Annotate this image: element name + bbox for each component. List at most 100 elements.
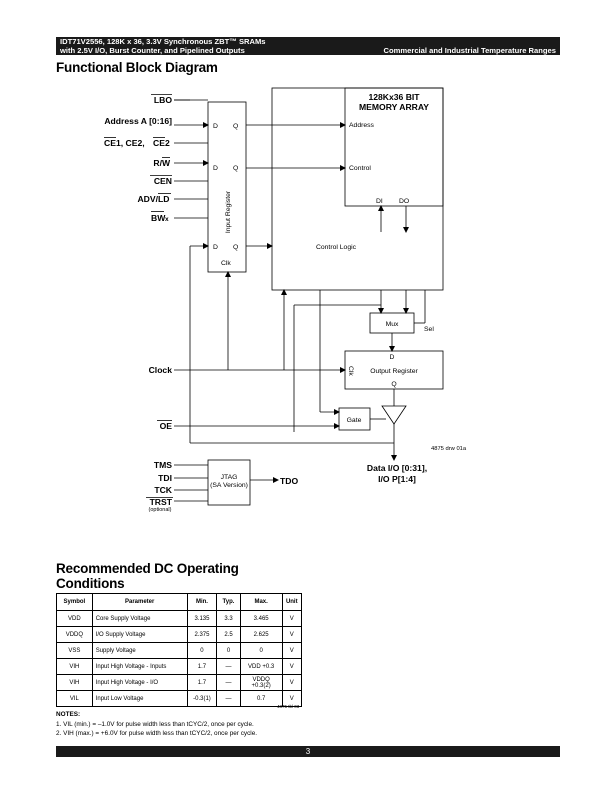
col-unit: Unit: [281, 593, 303, 611]
cell-parameter: Input Low Voltage: [91, 690, 188, 707]
cell-unit: V: [281, 626, 303, 643]
notes-title: NOTES:: [56, 711, 81, 718]
col-typ: Typ.: [216, 593, 241, 611]
cell-typ: —: [216, 674, 241, 691]
lbo-label: LBO: [154, 95, 172, 105]
tdi-label: TDI: [158, 473, 172, 483]
table-row: VIH Input High Voltage - I/O 1.7 — VDDQ …: [56, 674, 303, 691]
control-logic-label: Control Logic: [316, 244, 357, 251]
cell-typ: —: [216, 690, 241, 707]
bw-label: BW: [151, 213, 166, 223]
col-symbol: Symbol: [56, 593, 93, 611]
cell-max: 3.465: [239, 610, 283, 627]
col-min: Min.: [186, 593, 218, 611]
functional-block-diagram: LBO Address A [0:16] CE 1, CE2, CE 2 R/ …: [104, 87, 467, 513]
reg-d-1: D: [213, 123, 218, 130]
header-temperature-range: Commercial and Industrial Temperature Ra…: [383, 46, 556, 55]
notes-section: NOTES: 1. VIL (min.) = –1.0V for pulse w…: [56, 710, 257, 739]
table-row: VSS Supply Voltage 0 0 0 V: [56, 642, 303, 659]
address-label: Address A [0:16]: [104, 116, 172, 126]
sel-label: Sel: [424, 326, 434, 333]
ce-label-part1: CE: [104, 138, 116, 148]
cell-symbol: VDDQ: [56, 626, 93, 643]
table-row: VDD Core Supply Voltage 3.135 3.3 3.465 …: [56, 610, 303, 627]
cell-max: 0.7: [239, 690, 283, 707]
tdo-label: TDO: [280, 476, 298, 486]
ce-label-part3: CE: [153, 138, 165, 148]
cell-min: -0.3(1): [186, 690, 218, 707]
tms-label: TMS: [154, 460, 172, 470]
reg-q-3: Q: [233, 244, 238, 251]
tck-label: TCK: [154, 485, 172, 495]
cell-symbol: VIH: [56, 674, 93, 691]
mem-do-label: DO: [399, 198, 409, 205]
oe-label: OE: [160, 421, 173, 431]
reg-d-3: D: [213, 244, 218, 251]
header-line-2: with 2.5V I/O, Burst Counter, and Pipeli…: [60, 45, 245, 55]
cell-parameter: Supply Voltage: [91, 642, 188, 659]
cell-max: 2.625: [239, 626, 283, 643]
cell-max: VDDQ +0.3(2): [239, 674, 283, 691]
block-diagram-title: Functional Block Diagram: [56, 60, 218, 75]
table-drawing-number: 4875 tbl 03: [277, 704, 300, 709]
page-footer: 3: [56, 746, 560, 757]
cell-min: 2.375: [186, 626, 218, 643]
jtag-label-1: JTAG: [221, 474, 238, 481]
table-header-row: Symbol Parameter Min. Typ. Max. Unit: [56, 593, 303, 611]
reg-clk-label: Clk: [221, 260, 231, 267]
mem-control-label: Control: [349, 165, 371, 172]
cell-min: 1.7: [186, 674, 218, 691]
cell-typ: 3.3: [216, 610, 241, 627]
table-row: VIL Input Low Voltage -0.3(1) — 0.7 V: [56, 690, 303, 707]
reg-d-2: D: [213, 165, 218, 172]
dc-conditions-title-line-2: Conditions: [56, 576, 125, 591]
ce-label-part2: 1, CE2,: [116, 138, 145, 148]
out-reg-d-label: D: [390, 354, 395, 361]
cell-parameter: Core Supply Voltage: [91, 610, 188, 627]
cell-min: 1.7: [186, 658, 218, 675]
note-2: 2. VIH (max.) = +6.0V for pulse width le…: [56, 730, 258, 737]
cell-unit: V: [281, 658, 303, 675]
cell-typ: 0: [216, 642, 241, 659]
cen-label: CEN: [154, 176, 172, 186]
trst-optional-note: (optional): [149, 507, 172, 513]
cell-symbol: VIH: [56, 658, 93, 675]
cell-unit: V: [281, 674, 303, 691]
out-reg-clk-label: Clk: [347, 366, 354, 376]
output-register-label: Output Register: [370, 368, 418, 375]
rw-label-r: R/: [153, 158, 162, 168]
dc-conditions-title: Recommended DC Operating Conditions: [56, 561, 239, 591]
cell-max: VDD +0.3: [239, 658, 283, 675]
cell-unit: V: [281, 690, 303, 707]
mux-label: Mux: [386, 321, 399, 328]
cell-min: 0: [186, 642, 218, 659]
diagram-drawing-number: 4875 drw 01a: [431, 446, 467, 452]
mem-address-label: Address: [349, 122, 375, 129]
cell-unit: V: [281, 642, 303, 659]
data-io-label-2: I/O P[1:4]: [378, 474, 416, 484]
cell-symbol: VIL: [56, 690, 93, 707]
note-1: 1. VIL (min.) = –1.0V for pulse width le…: [56, 720, 254, 728]
data-io-label-1: Data I/O [0:31],: [367, 463, 427, 473]
ld-label: LD: [158, 194, 169, 204]
bw-sub-label: x: [165, 216, 169, 223]
header-line-1: IDT71V2556, 128K x 36, 3.3V Synchronous …: [60, 37, 266, 46]
rw-label-w: W: [162, 158, 171, 168]
jtag-label-2: (SA Version): [210, 482, 248, 489]
cell-symbol: VDD: [56, 610, 93, 627]
ce-label-part4: 2: [165, 138, 170, 148]
table-row: VIH Input High Voltage - Inputs 1.7 — VD…: [56, 658, 303, 675]
cell-typ: 2.5: [216, 626, 241, 643]
page-header: IDT71V2556, 128K x 36, 3.3V Synchronous …: [56, 37, 560, 55]
cell-typ: —: [216, 658, 241, 675]
out-reg-q-label: Q: [391, 381, 396, 388]
cell-parameter: Input High Voltage - I/O: [91, 674, 188, 691]
input-register-label: Input Register: [225, 190, 232, 233]
col-parameter: Parameter: [91, 593, 188, 611]
header-product-title: IDT71V2556, 128K x 36, 3.3V Synchronous …: [60, 37, 266, 55]
dc-operating-conditions-table: Symbol Parameter Min. Typ. Max. Unit VDD…: [56, 593, 303, 707]
col-max: Max.: [239, 593, 283, 611]
adv-label: ADV/: [137, 194, 158, 204]
mem-di-label: DI: [376, 198, 383, 205]
table-row: VDDQ I/O Supply Voltage 2.375 2.5 2.625 …: [56, 626, 303, 643]
